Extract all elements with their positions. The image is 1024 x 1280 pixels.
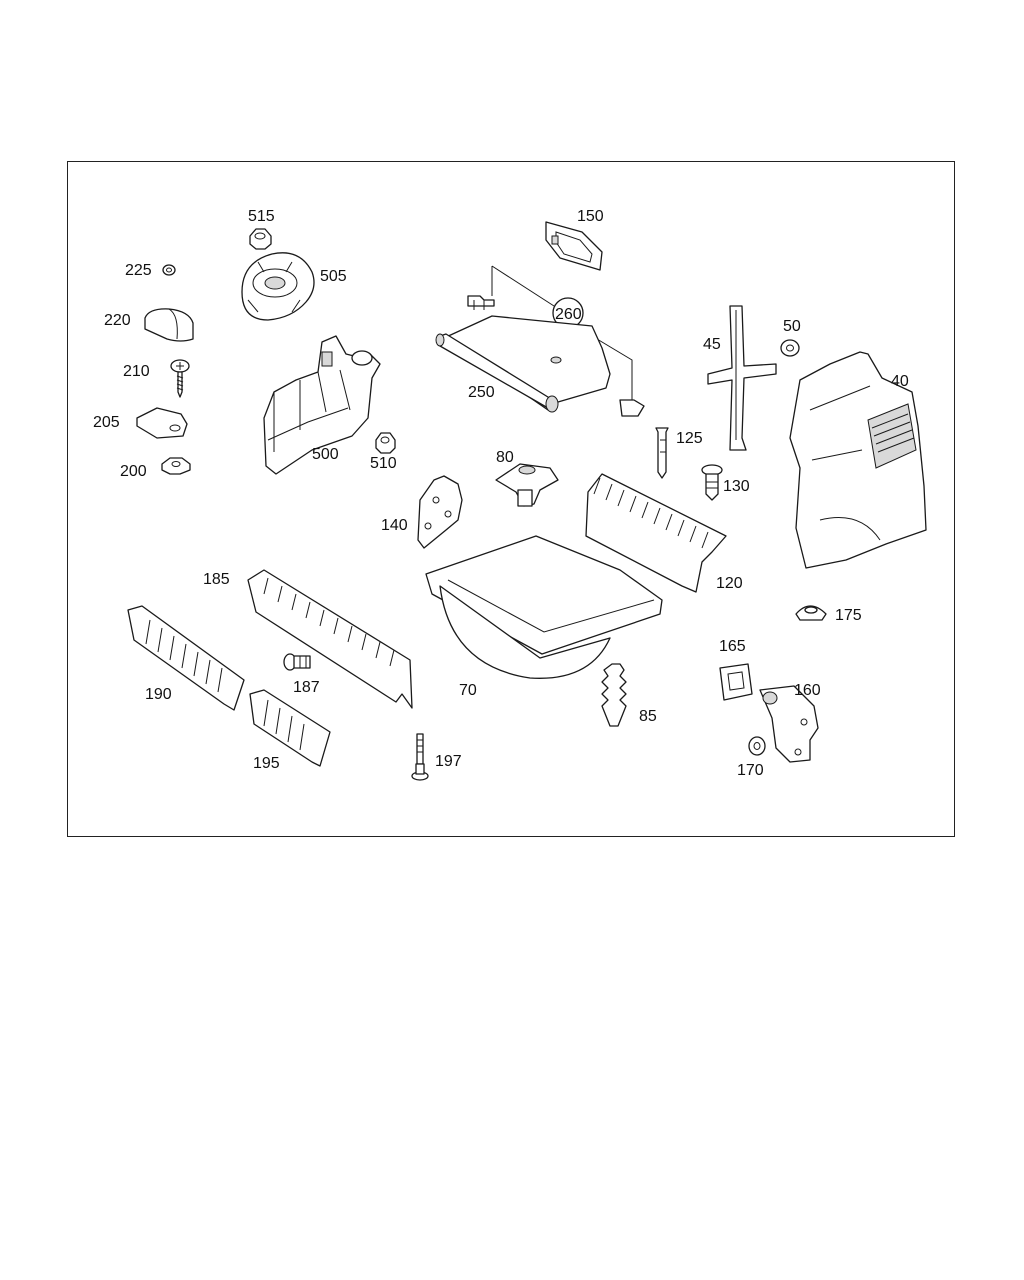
- part-130-clip: [701, 464, 723, 501]
- callout-80: 80: [496, 449, 514, 466]
- callout-500: 500: [312, 446, 339, 463]
- part-205-clip: [136, 407, 188, 439]
- callout-515: 515: [248, 208, 275, 225]
- callout-140: 140: [381, 517, 408, 534]
- part-210-screw: [170, 359, 190, 398]
- part-170-washer: [748, 736, 766, 756]
- callout-220: 220: [104, 312, 131, 329]
- callout-510: 510: [370, 455, 397, 472]
- part-190-ribbed-trim: [127, 605, 245, 711]
- part-197-bolt: [411, 733, 429, 781]
- callout-205: 205: [93, 414, 120, 431]
- part-505-wheel-carrier: [241, 252, 315, 321]
- part-515-nut: [249, 228, 272, 250]
- callout-187: 187: [293, 679, 320, 696]
- part-150-handle-plate: [545, 221, 603, 271]
- callout-200: 200: [120, 463, 147, 480]
- part-195-ribbed-trim: [249, 689, 331, 767]
- part-120-ribbed-trim: [585, 473, 727, 593]
- callout-195: 195: [253, 755, 280, 772]
- diagram-frame: [67, 161, 955, 837]
- part-40-side-panel: [789, 351, 927, 569]
- part-85-boot: [601, 663, 627, 727]
- part-50-grommet: [780, 339, 800, 357]
- part-225-washer: [162, 264, 176, 276]
- part-220-cap: [144, 308, 194, 342]
- callout-40: 40: [891, 373, 909, 390]
- callout-130: 130: [723, 478, 750, 495]
- callout-210: 210: [123, 363, 150, 380]
- callout-70: 70: [459, 682, 477, 699]
- part-160-bracket: [759, 685, 819, 763]
- callout-85: 85: [639, 708, 657, 725]
- callout-197: 197: [435, 753, 462, 770]
- part-140-plate: [417, 475, 463, 549]
- callout-50: 50: [783, 318, 801, 335]
- callout-250: 250: [468, 384, 495, 401]
- part-125-rivet: [655, 427, 669, 479]
- callout-190: 190: [145, 686, 172, 703]
- callout-170: 170: [737, 762, 764, 779]
- callout-175: 175: [835, 607, 862, 624]
- part-70-trunk-tub: [425, 535, 663, 679]
- part-187-button-clip: [283, 653, 311, 671]
- callout-120: 120: [716, 575, 743, 592]
- part-500-bracket: [263, 335, 381, 475]
- callout-185: 185: [203, 571, 230, 588]
- callout-260: 260: [555, 306, 582, 323]
- callout-165: 165: [719, 638, 746, 655]
- part-165-clip: [719, 663, 753, 701]
- callout-45: 45: [703, 336, 721, 353]
- part-200-nut: [161, 457, 191, 475]
- callout-505: 505: [320, 268, 347, 285]
- part-510-nut: [375, 432, 396, 454]
- part-185-ribbed-trim: [247, 569, 413, 709]
- callout-225: 225: [125, 262, 152, 279]
- part-80-mount: [495, 463, 559, 507]
- callout-125: 125: [676, 430, 703, 447]
- part-45-bracket: [707, 305, 777, 451]
- callout-160: 160: [794, 682, 821, 699]
- callout-150: 150: [577, 208, 604, 225]
- part-250-cargo-cover: [435, 295, 645, 417]
- part-175-grommet: [795, 605, 827, 621]
